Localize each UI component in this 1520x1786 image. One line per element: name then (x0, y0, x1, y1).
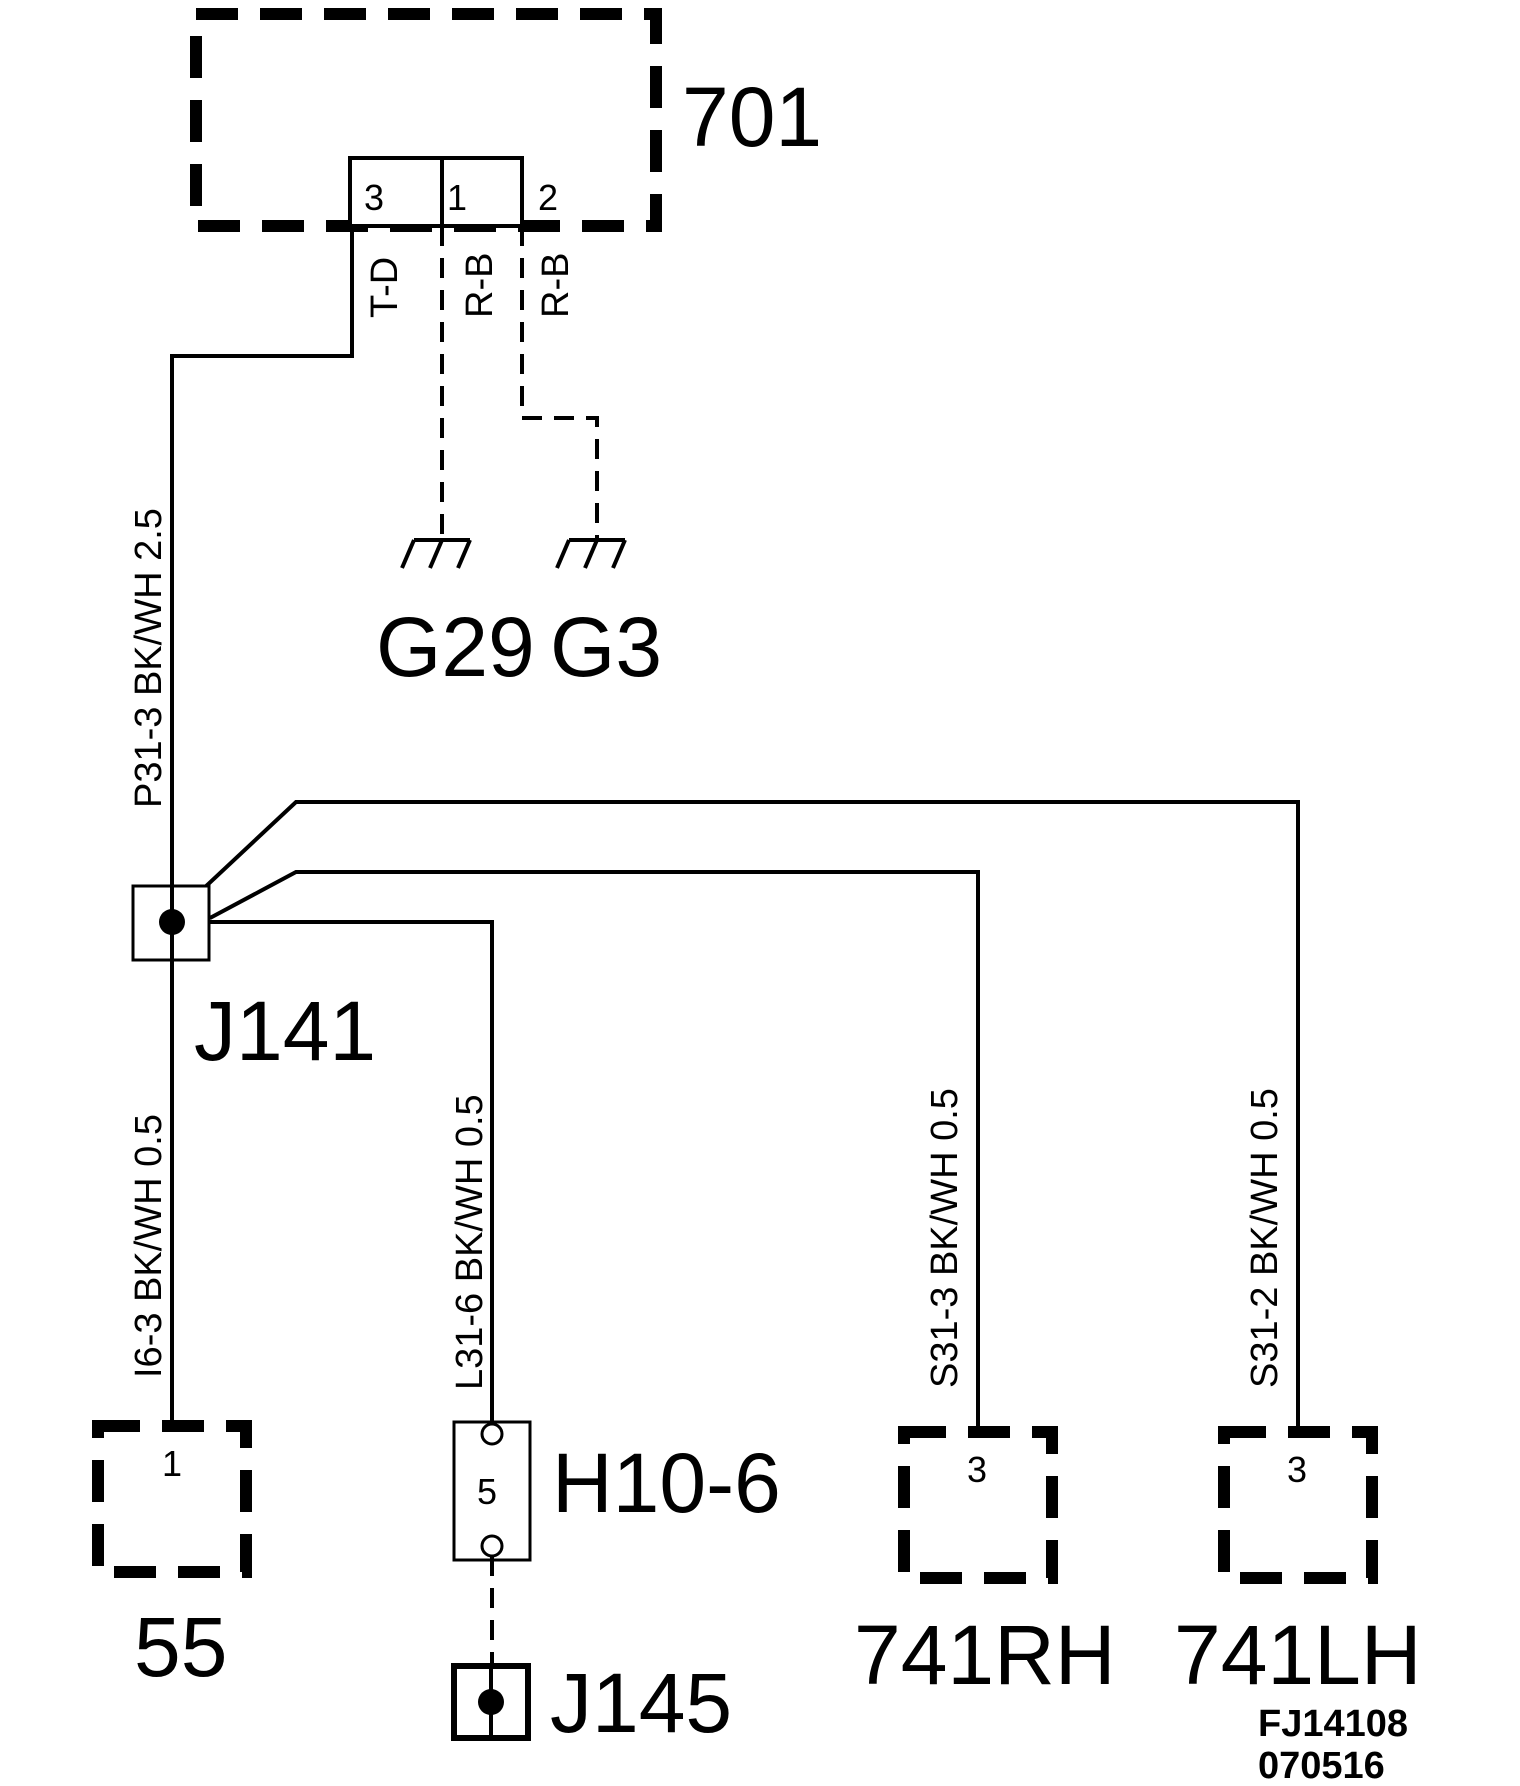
figure-code-line1: FJ14108 (1258, 1703, 1408, 1745)
label-g3: G3 (550, 600, 662, 694)
component-55: 1 55 (92, 1420, 252, 1694)
pin-h10: 5 (477, 1471, 497, 1512)
label-g29: G29 (376, 600, 535, 694)
branch-wires: S31-2 BK/WH 0.5 S31-3 BK/WH 0.5 L31-6 BK… (128, 800, 1300, 1432)
pin-55: 1 (162, 1443, 182, 1484)
wire-label-main: P31-3 BK/WH 2.5 (128, 508, 170, 808)
pin-701-1: 1 (447, 177, 467, 218)
wire-label-rh: S31-3 BK/WH 0.5 (924, 1088, 966, 1388)
label-741lh: 741LH (1174, 1608, 1422, 1702)
splice-j145: J145 (451, 1656, 732, 1750)
wire-main: T-D P31-3 BK/WH 2.5 (128, 226, 406, 918)
pin-741lh: 3 (1287, 1449, 1307, 1490)
component-741rh: 3 741RH (854, 1426, 1115, 1702)
wire-label-55: I6-3 BK/WH 0.5 (128, 1114, 170, 1378)
label-j141: J141 (194, 984, 376, 1078)
wire-label-h10: L31-6 BK/WH 0.5 (449, 1094, 491, 1390)
wire-label-701-2: R-B (535, 253, 577, 318)
label-h10-6: H10-6 (552, 1436, 781, 1530)
pin-741rh: 3 (967, 1449, 987, 1490)
figure-code: FJ14108 070516 (1258, 1703, 1408, 1786)
label-741rh: 741RH (854, 1608, 1115, 1702)
component-741lh: 3 741LH (1174, 1426, 1422, 1702)
component-701: 701 3 1 2 (190, 8, 822, 232)
figure-code-line2: 070516 (1258, 1745, 1385, 1786)
connector-h10-6: 5 H10-6 (452, 1420, 781, 1666)
wire-label-lh: S31-2 BK/WH 0.5 (1244, 1088, 1286, 1388)
pin-701-3: 3 (364, 177, 384, 218)
ground-g29: R-B G29 (376, 226, 535, 694)
wire-label-701-1: R-B (459, 253, 501, 318)
label-701: 701 (682, 70, 822, 164)
label-j145: J145 (550, 1656, 732, 1750)
label-55: 55 (134, 1600, 227, 1694)
wire-label-701-3: T-D (364, 257, 406, 318)
splice-j141: J141 (131, 884, 376, 1078)
connector-701-pins (348, 156, 524, 228)
ground-g3: R-B G3 (520, 226, 662, 694)
pin-701-2: 2 (538, 177, 558, 218)
